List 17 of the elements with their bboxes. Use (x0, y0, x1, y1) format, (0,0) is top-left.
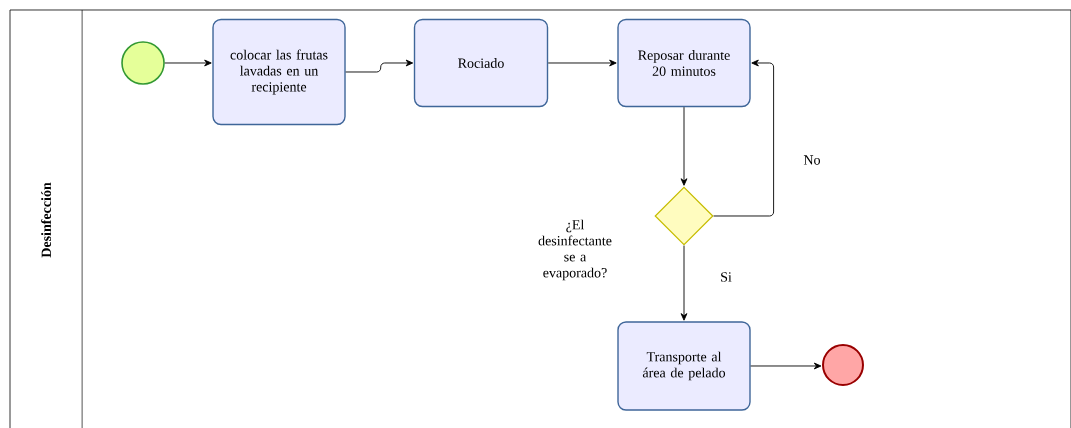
arrow (345, 59, 414, 73)
event-circle (822, 344, 864, 386)
arrow (680, 106, 688, 186)
task-box: colocar las frutas lavadas en un recipiente (212, 18, 346, 126)
edge-label: No (803, 155, 820, 165)
arrow (547, 59, 617, 67)
arrow (164, 59, 212, 67)
arrow (713, 59, 775, 217)
gateway-diamond (654, 186, 714, 246)
arrow (750, 362, 822, 370)
edge-label: Si (721, 272, 732, 282)
event-circle (121, 41, 165, 85)
gateway-question: ¿El desinfectante se a evaporado? (538, 219, 612, 281)
task-box: Rociado (413, 18, 549, 108)
arrow (680, 245, 688, 321)
task-box: Transporte al área de pelado (617, 321, 751, 411)
task-box: Reposar durante 20 minutos (617, 18, 751, 108)
